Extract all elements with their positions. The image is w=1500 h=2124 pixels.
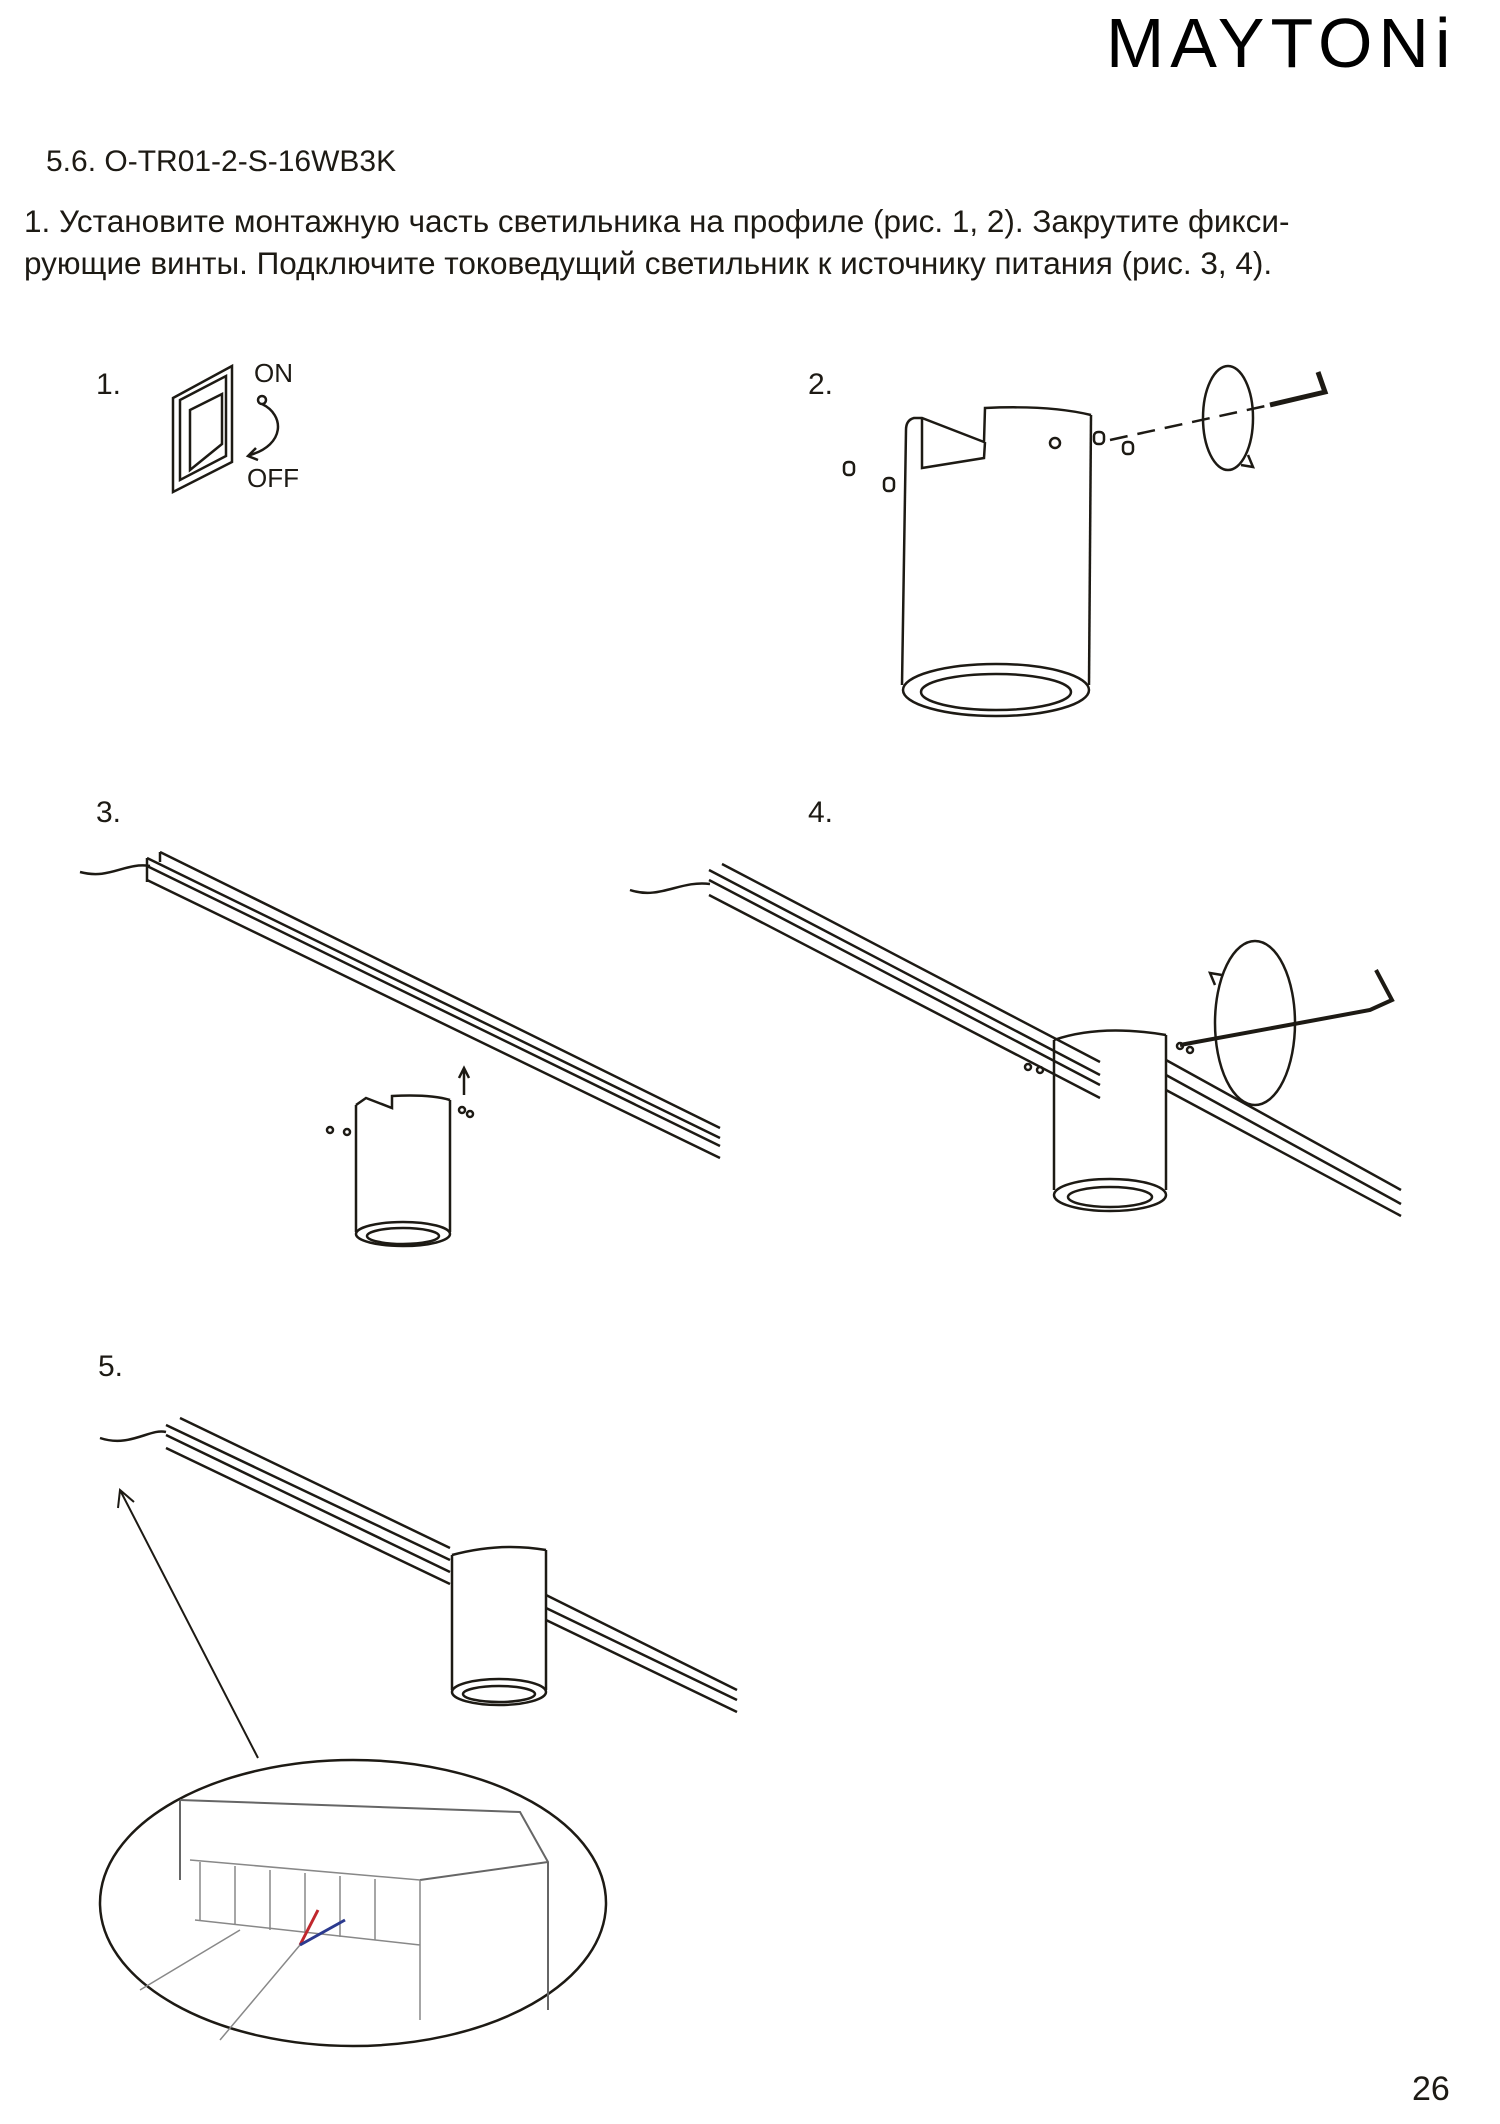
track-rail-figure-5 [99, 1416, 738, 1759]
figure-3-label: 3. [96, 796, 122, 829]
instruction-text: 1. Установите монтажную часть светильник… [24, 200, 1484, 284]
switch-off-label: OFF [247, 463, 299, 493]
brand-logo: MAYTONi [1106, 4, 1457, 82]
rocker-switch-icon [171, 363, 280, 495]
figure-1-label: 1. [96, 368, 122, 401]
section-title: 5.6. O-TR01-2-S-16WB3K [46, 145, 397, 178]
power-supply-closeup [98, 1758, 608, 2048]
figure-5-label: 5. [98, 1350, 124, 1383]
figure-2-label: 2. [808, 368, 834, 401]
luminaire-body-figure-2 [842, 364, 1329, 718]
track-rail-figure-4 [629, 862, 1402, 1218]
track-rail-figure-3 [79, 850, 721, 1248]
instruction-line-2: рующие винты. Подключите токоведущий све… [24, 245, 1273, 281]
instruction-line-1: 1. Установите монтажную часть светильник… [24, 203, 1290, 239]
figure-4-label: 4. [808, 796, 834, 829]
switch-on-label: ON [254, 358, 293, 388]
page-number: 26 [1412, 2070, 1450, 2108]
